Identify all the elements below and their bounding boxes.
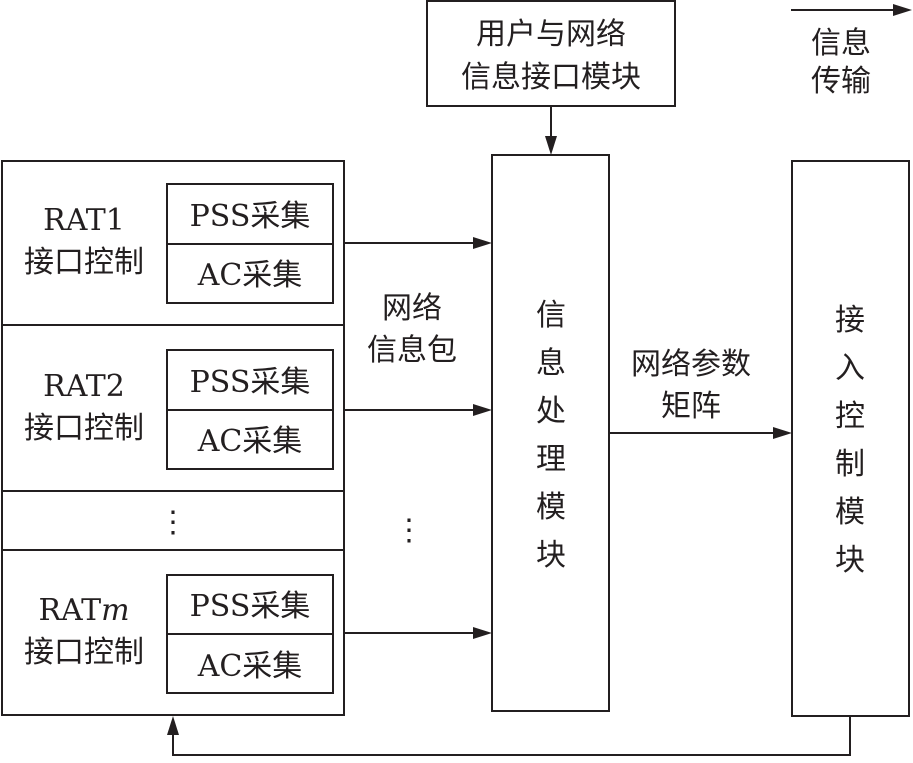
access-control-module-char: 接 (835, 303, 865, 338)
rat-m-name: RATm (38, 593, 129, 628)
info-processing-module-char: 处 (536, 394, 566, 429)
info-processing-module-char: 块 (536, 538, 566, 573)
access-control-module-char: 块 (835, 543, 865, 578)
network-info-packet-line2: 信息包 (367, 333, 457, 368)
rat-m-subtitle: 接口控制 (24, 635, 144, 670)
rat-1-subtitle: 接口控制 (24, 245, 144, 280)
rat-block-2: RAT2 接口控制 PSS采集 AC采集 (24, 349, 334, 470)
arrow-right-icon (893, 4, 912, 16)
rat-2-name: RAT2 (43, 369, 125, 404)
access-control-module-char: 入 (835, 351, 865, 386)
ellipsis-vertical: ⋮ (158, 505, 188, 540)
rat-1-name: RAT1 (43, 203, 125, 238)
rat-2-ac-collection: AC采集 (197, 424, 303, 459)
rat-2-pss-collection: PSS采集 (190, 365, 311, 400)
network-param-matrix-line1: 网络参数 (631, 347, 751, 382)
info-processing-module-char: 模 (536, 490, 566, 525)
rat-2-subtitle: 接口控制 (24, 411, 144, 446)
info-processing-module-char: 息 (536, 346, 566, 381)
legend-label-line2: 传输 (811, 64, 871, 99)
user-network-interface-module: 用户与网络 信息接口模块 (426, 0, 676, 107)
info-processing-module-char: 理 (536, 442, 566, 477)
rat-block-1: RAT1 接口控制 PSS采集 AC采集 (24, 183, 334, 304)
legend: 信息 传输 (791, 4, 912, 99)
rat-block-m: RATm 接口控制 PSS采集 AC采集 (24, 574, 334, 694)
legend-label-line1: 信息 (811, 26, 871, 61)
arrow-right-icon (773, 427, 792, 439)
network-info-packet-line1: 网络 (382, 291, 442, 326)
feedback-arrow-line (172, 716, 851, 756)
rat-m-pss-collection: PSS采集 (190, 589, 311, 624)
user-network-module-line1: 用户与网络 (476, 17, 626, 52)
rat-interface-group: RAT1 接口控制 PSS采集 AC采集 RAT2 接口控制 PSS采集 AC采… (1, 160, 345, 716)
rat-m-ac-collection: AC采集 (197, 649, 303, 684)
rat-1-ac-collection: AC采集 (197, 258, 303, 293)
arrow-right-icon (473, 237, 492, 249)
rat-1-pss-collection: PSS采集 (190, 199, 311, 234)
access-control-module-char: 控 (835, 399, 865, 434)
arrow-up-icon (167, 716, 179, 735)
info-processing-module-char: 信 (536, 298, 566, 333)
arrow-right-icon (473, 404, 492, 416)
access-control-module-char: 制 (835, 447, 865, 482)
access-control-module-char: 模 (835, 495, 865, 530)
network-param-matrix-line2: 矩阵 (661, 389, 721, 424)
arrow-down-icon (545, 136, 557, 155)
user-network-module-line2: 信息接口模块 (461, 60, 641, 95)
arrow-right-icon (473, 627, 492, 639)
ellipsis-vertical: ⋮ (394, 513, 424, 548)
